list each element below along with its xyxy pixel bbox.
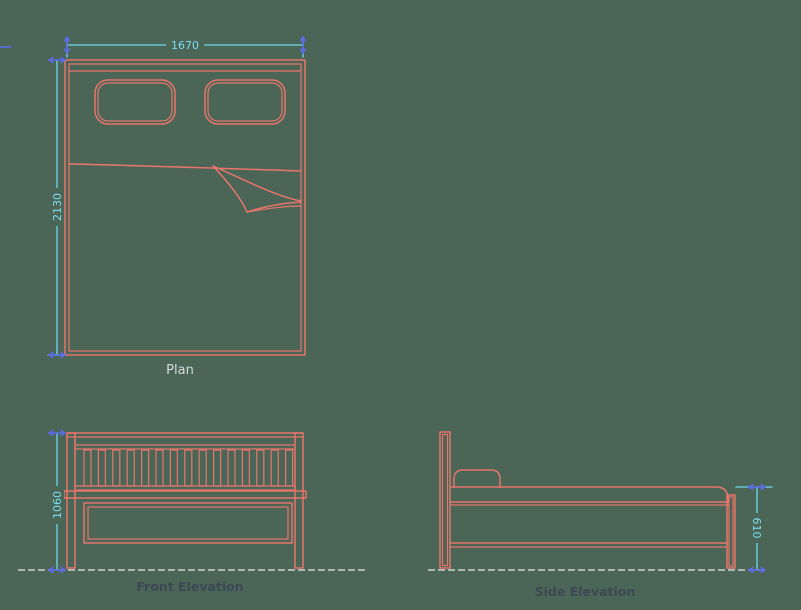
front-height-dim-text: 1060 — [51, 491, 64, 519]
front-elevation-label: Front Elevation — [136, 579, 243, 594]
front-panel-inner — [87, 506, 289, 540]
front-mid-rail — [63, 490, 307, 499]
side-headboard-post — [439, 431, 451, 569]
plan-label: Plan — [166, 363, 194, 378]
front-headboard-slats — [83, 449, 294, 487]
side-height-dim-text: 610 — [750, 518, 763, 539]
plan-pillow-right — [204, 79, 286, 125]
plan-view — [64, 59, 306, 356]
plan-pillow-left — [94, 79, 176, 125]
front-panel-outer — [83, 502, 293, 544]
side-foot-post — [726, 494, 736, 569]
plan-length-dim-text: 2130 — [51, 193, 64, 221]
front-height-dimension: 1060 — [48, 429, 66, 574]
plan-sheet-fold — [68, 163, 302, 213]
side-elevation-view — [428, 431, 764, 571]
plan-width-dim-text: 1670 — [171, 39, 199, 52]
side-pillow — [453, 469, 501, 488]
front-right-post — [294, 432, 304, 569]
plan-bed-frame-inner — [68, 63, 302, 352]
plan-bed-frame-outer — [64, 59, 306, 356]
side-mattress — [449, 486, 729, 503]
front-elevation-view — [18, 432, 368, 571]
front-left-post — [66, 432, 76, 569]
plan-length-dimension: 2130 — [47, 56, 66, 359]
side-height-dimension: 610 — [735, 483, 773, 574]
side-elevation-label: Side Elevation — [535, 584, 636, 599]
plan-width-dimension: 1670 — [0, 36, 307, 58]
